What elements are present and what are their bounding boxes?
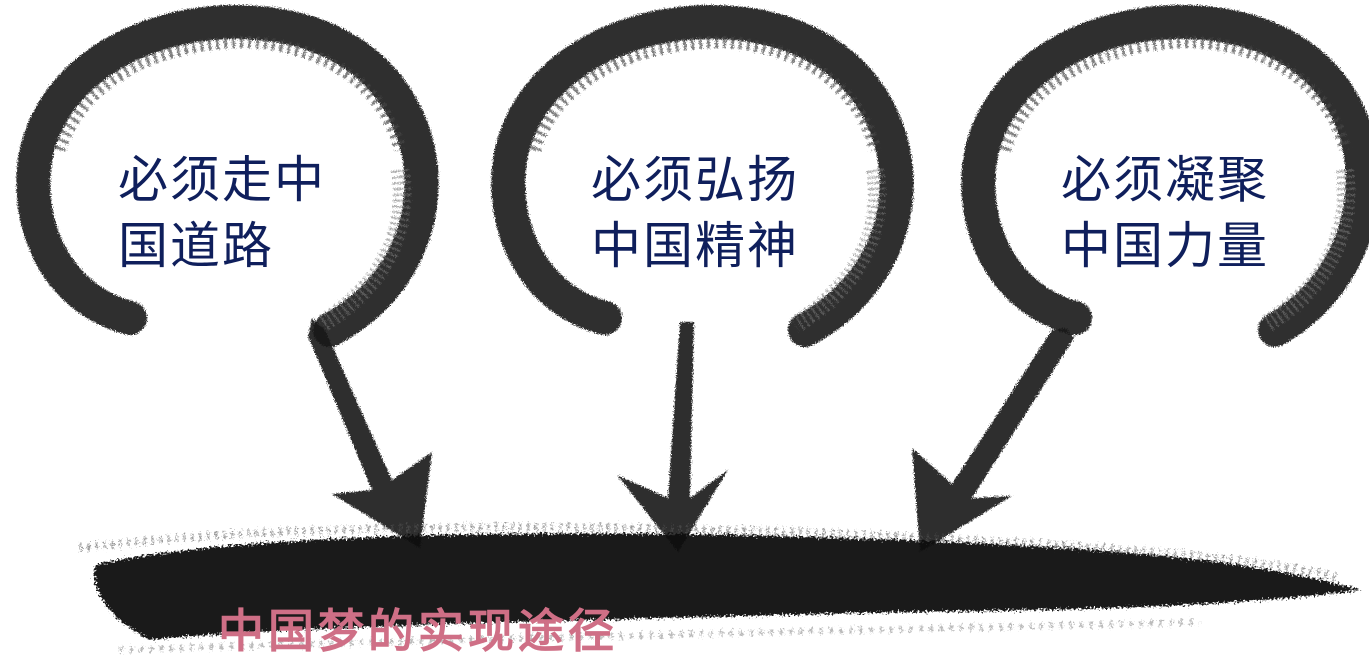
- circle-3-line-1: 必须凝聚: [1061, 151, 1269, 209]
- ink-circle-2: [491, 4, 914, 347]
- ink-arrow-1: [308, 318, 432, 548]
- circle-text-3: 必须凝聚 中国力量: [1061, 147, 1269, 279]
- ink-brush-stroke: [79, 523, 1361, 653]
- circle-2-line-1: 必须弘扬: [591, 151, 799, 209]
- circle-1-line-1: 必须走中: [118, 151, 326, 209]
- circle-text-2: 必须弘扬 中国精神: [591, 147, 799, 279]
- ink-circle-3: [961, 4, 1369, 347]
- circle-1-line-2: 国道路: [118, 217, 274, 275]
- circle-text-1: 必须走中 国道路: [118, 147, 326, 279]
- ink-arrow-2: [617, 322, 728, 552]
- circle-3-line-2: 中国力量: [1061, 217, 1269, 275]
- bottom-title: 中国梦的实现途径: [218, 604, 618, 658]
- circle-2-line-2: 中国精神: [591, 217, 799, 275]
- ink-circle-1: [16, 4, 439, 347]
- ink-arrow-3: [912, 328, 1074, 552]
